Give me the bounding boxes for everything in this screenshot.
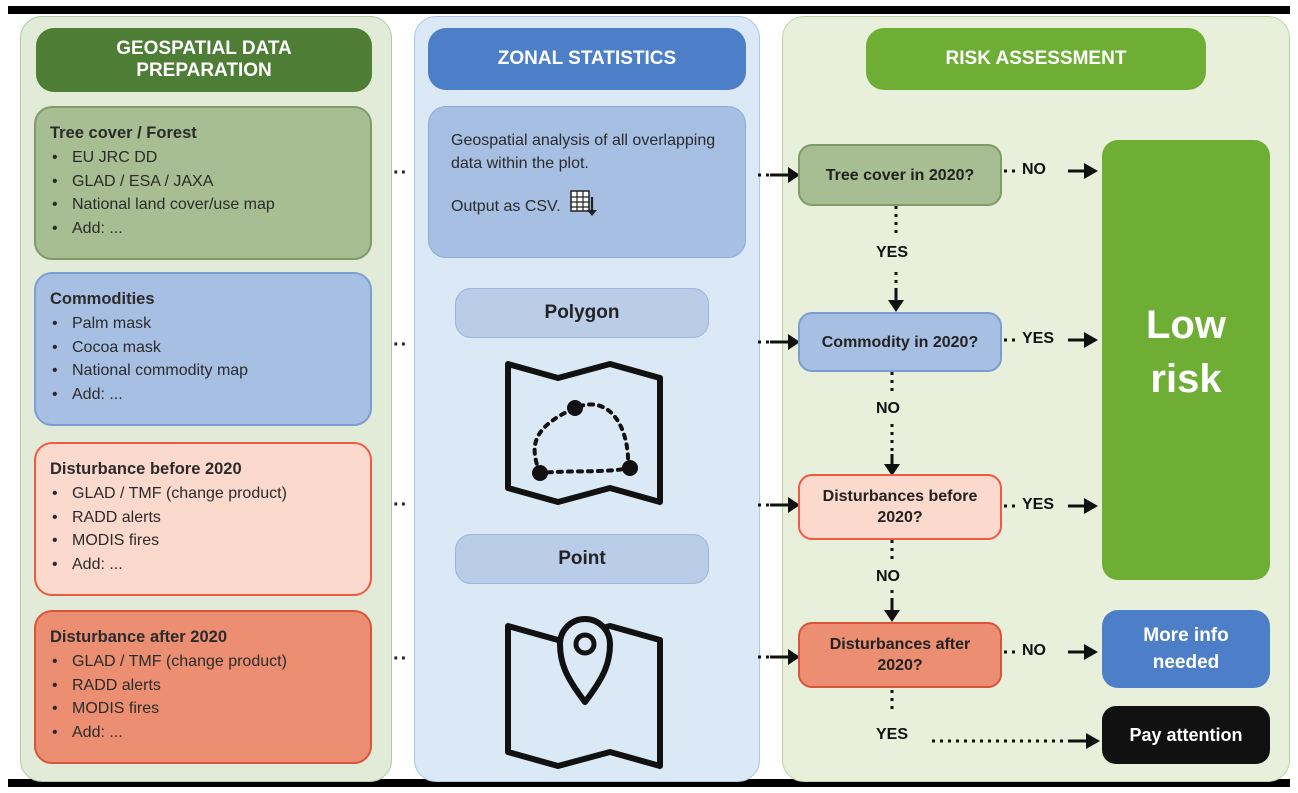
risk-assessment-header: RISK ASSESSMENT	[866, 28, 1206, 90]
polygon-label: Polygon	[544, 302, 620, 323]
list-item: GLAD / TMF (change product)	[52, 650, 370, 674]
list-item: Cocoa mask	[52, 336, 370, 360]
list-item: GLAD / ESA / JAXA	[52, 170, 370, 194]
connector-dots: ··	[393, 334, 409, 356]
q4-yes-label: YES	[876, 726, 909, 743]
disturbance-after-box: Disturbance after 2020 GLAD / TMF (chang…	[34, 610, 372, 764]
disturbances-before-question-text: Disturbances before 2020?	[822, 488, 978, 526]
risk-assessment-header-text: RISK ASSESSMENT	[945, 48, 1127, 69]
q2-yes-label: YES	[1022, 330, 1055, 347]
tree-cover-question: Tree cover in 2020?	[798, 144, 1002, 206]
list-item: MODIS fires	[52, 529, 370, 553]
disturbances-before-question: Disturbances before 2020?	[798, 474, 1002, 540]
list-item: National commodity map	[52, 359, 370, 383]
q1-no-label: NO	[1022, 161, 1046, 178]
disturbance-after-title: Disturbance after 2020	[50, 628, 227, 646]
connector-dots: ··	[393, 162, 409, 184]
list-item: Palm mask	[52, 312, 370, 336]
tree-cover-box: Tree cover / Forest EU JRC DD GLAD / ESA…	[34, 106, 372, 260]
list-item: Add: ...	[52, 721, 370, 745]
disturbance-before-title: Disturbance before 2020	[50, 460, 242, 478]
more-info-text: More info needed	[1143, 625, 1229, 673]
data-preparation-header-text: GEOSPATIAL DATA PREPARATION	[116, 38, 292, 81]
polygon-pill: Polygon	[455, 288, 709, 338]
analysis-text: Geospatial analysis of all overlapping d…	[451, 132, 716, 172]
zonal-statistics-header: ZONAL STATISTICS	[428, 28, 746, 90]
connector-dots: ··	[393, 648, 409, 670]
list-item: Add: ...	[52, 553, 370, 577]
q1-yes-label: YES	[876, 244, 909, 261]
q3-no-label: NO	[876, 568, 900, 585]
tree-cover-question-text: Tree cover in 2020?	[825, 166, 975, 184]
more-info-box: More info needed	[1102, 610, 1270, 688]
list-item: MODIS fires	[52, 697, 370, 721]
list-item: RADD alerts	[52, 674, 370, 698]
disturbances-after-question: Disturbances after 2020?	[798, 622, 1002, 688]
point-map-icon	[505, 616, 663, 769]
q3-yes-label: YES	[1022, 496, 1055, 513]
list-item: Add: ...	[52, 217, 370, 241]
disturbance-before-box: Disturbance before 2020 GLAD / TMF (chan…	[34, 442, 372, 596]
connector-dots: ··	[393, 494, 409, 516]
disturbances-after-question-text: Disturbances after 2020?	[829, 636, 971, 674]
q4-no-label: NO	[1022, 642, 1046, 659]
pay-attention-text: Pay attention	[1129, 724, 1243, 745]
q2-no-label: NO	[876, 400, 900, 417]
output-text: Output as CSV.	[451, 198, 561, 215]
list-item: GLAD / TMF (change product)	[52, 482, 370, 506]
zonal-statistics-header-text: ZONAL STATISTICS	[497, 48, 677, 69]
point-label: Point	[558, 548, 606, 569]
zonal-analysis-box: Geospatial analysis of all overlapping d…	[428, 106, 746, 258]
commodity-question: Commodity in 2020?	[798, 312, 1002, 372]
list-item: RADD alerts	[52, 506, 370, 530]
low-risk-box: Low risk	[1102, 140, 1270, 580]
pay-attention-box: Pay attention	[1102, 706, 1270, 764]
csv-file-icon	[569, 189, 597, 224]
low-risk-text: Low risk	[1146, 303, 1226, 401]
commodity-question-text: Commodity in 2020?	[821, 333, 979, 351]
commodities-title: Commodities	[50, 290, 155, 308]
point-pill: Point	[455, 534, 709, 584]
data-preparation-header: GEOSPATIAL DATA PREPARATION	[36, 28, 372, 92]
list-item: Add: ...	[52, 383, 370, 407]
list-item: National land cover/use map	[52, 193, 370, 217]
tree-cover-title: Tree cover / Forest	[50, 124, 197, 142]
polygon-map-icon	[505, 361, 663, 505]
list-item: EU JRC DD	[52, 146, 370, 170]
commodities-box: Commodities Palm mask Cocoa mask Nationa…	[34, 272, 372, 426]
